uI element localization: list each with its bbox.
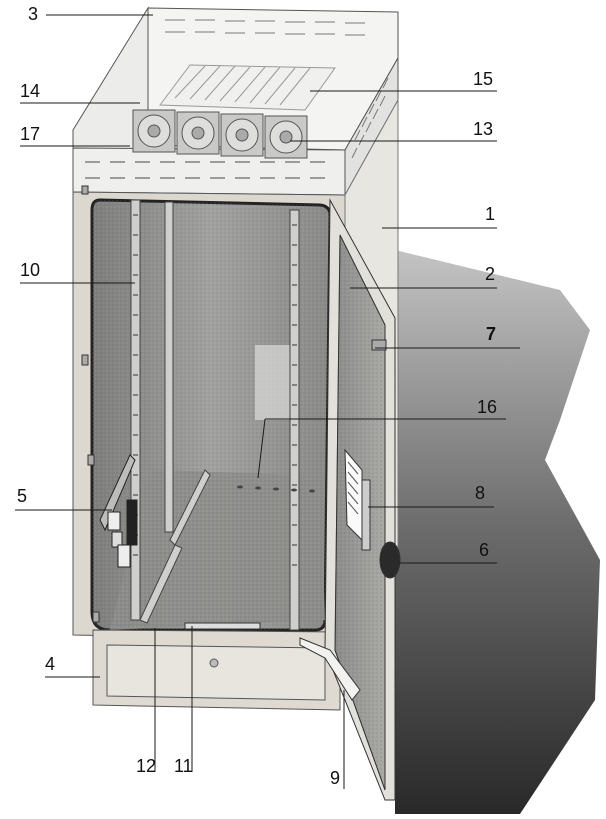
rails: [130, 199, 300, 631]
heatsink: [159, 64, 336, 111]
leader-lines: [15, 14, 520, 789]
label-6: 6: [479, 540, 490, 560]
leader-16-drop: [257, 418, 266, 479]
roof-front-vents: [85, 161, 325, 179]
label-17: 17: [20, 124, 41, 144]
earthing-bar: [184, 622, 261, 630]
rail-holes: [133, 214, 297, 566]
roof: [72, 6, 399, 197]
label-15: 15: [473, 69, 494, 89]
door: [299, 198, 401, 801]
label-14: 14: [20, 81, 41, 101]
terminal-block: [99, 454, 138, 568]
label-7: 7: [486, 324, 497, 344]
roof-back-vents: [165, 19, 365, 36]
label-9: 9: [330, 768, 341, 788]
cable-holes: [237, 485, 315, 493]
cabinet-body: [72, 98, 399, 642]
roof-side-vents: [351, 77, 389, 159]
label-8: 8: [475, 483, 486, 503]
label-4: 4: [45, 654, 56, 674]
label-11: 11: [174, 756, 193, 776]
label-2: 2: [485, 264, 496, 284]
label-5: 5: [17, 486, 28, 506]
label-16: 16: [477, 397, 498, 417]
label-13: 13: [473, 119, 494, 139]
fans: [132, 109, 308, 159]
label-12: 12: [136, 756, 157, 776]
label-10: 10: [20, 260, 41, 280]
cast-shadow: [395, 250, 600, 814]
label-3: 3: [28, 4, 39, 24]
label-1: 1: [485, 204, 496, 224]
